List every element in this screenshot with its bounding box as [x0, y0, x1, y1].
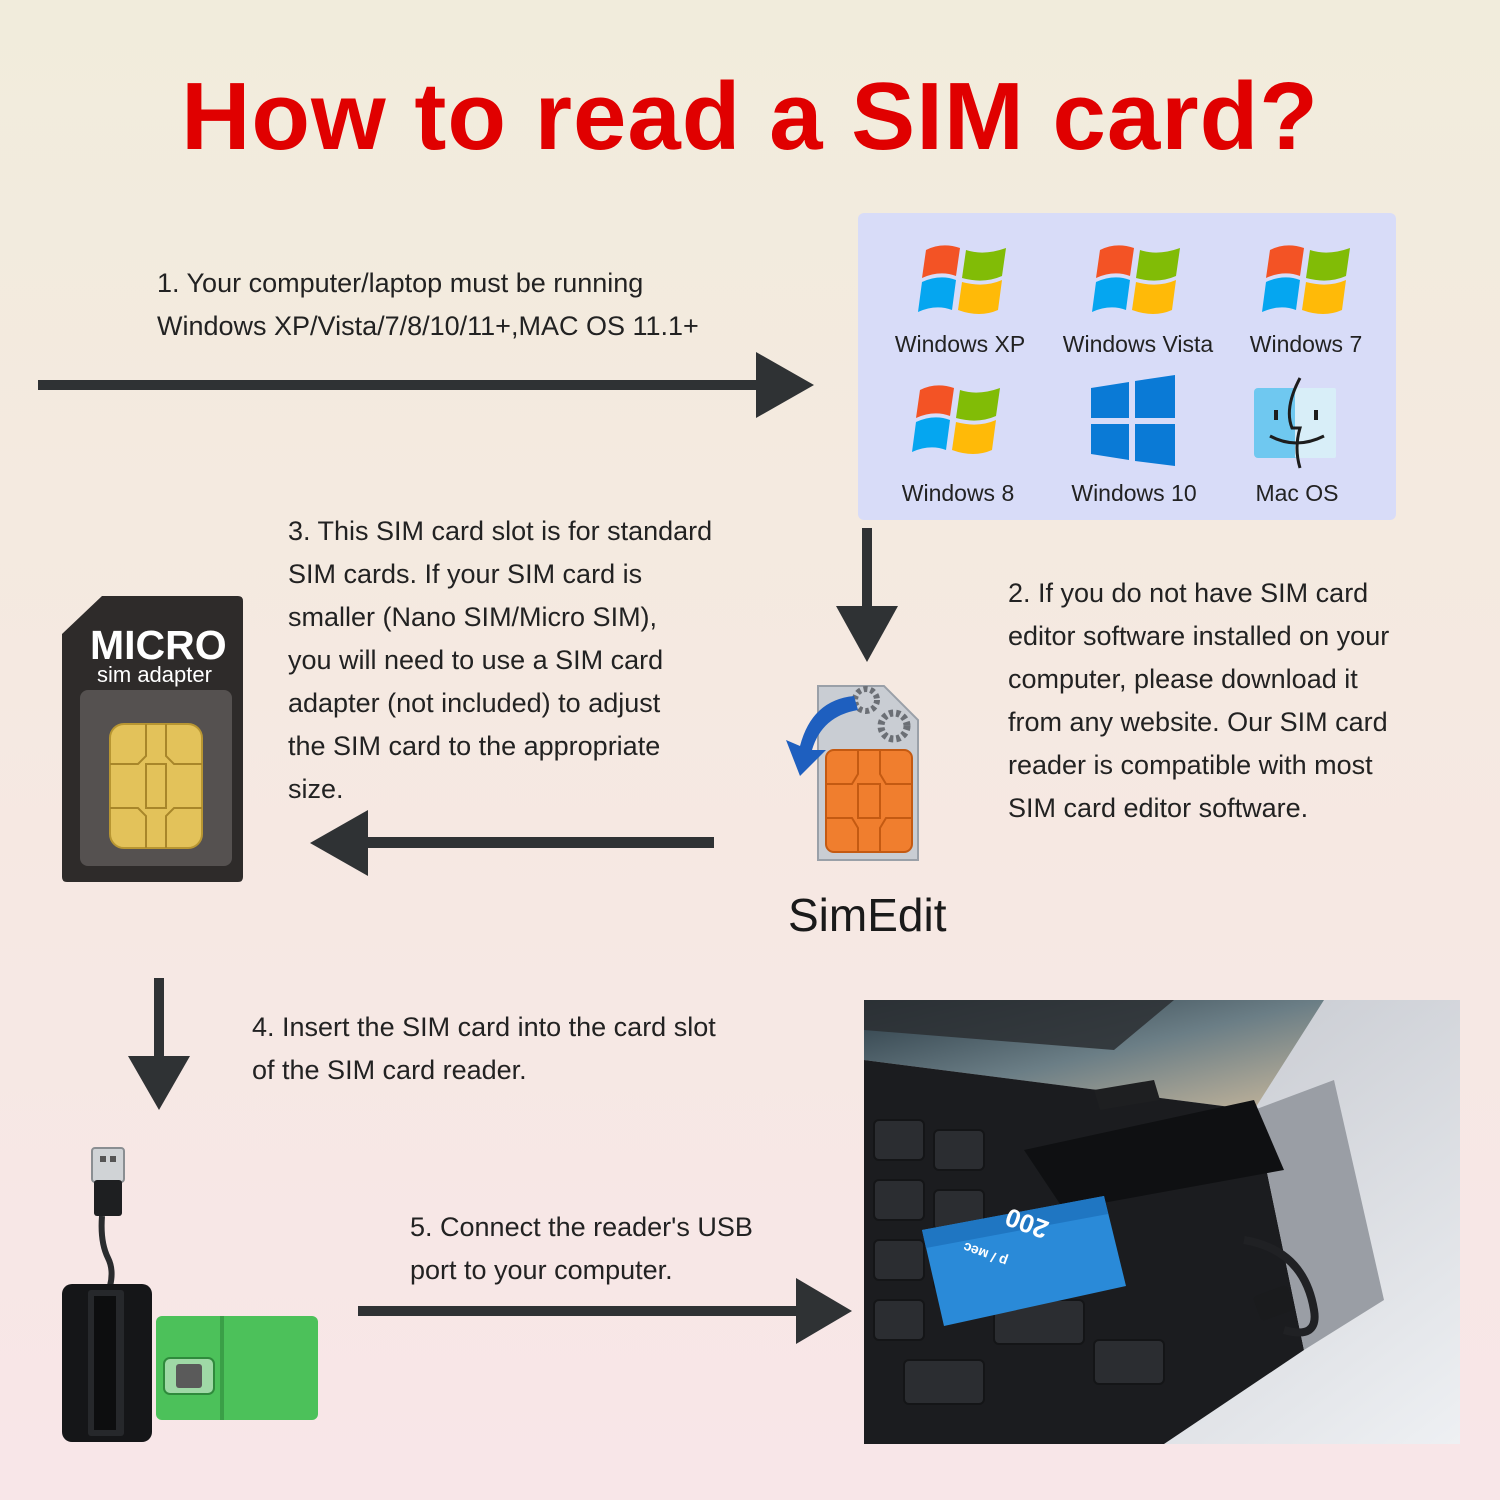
- windows-flag-icon: [912, 385, 1000, 454]
- windows-10-icon: [1091, 375, 1175, 466]
- step-3-line: adapter (not included) to adjust: [288, 688, 661, 718]
- step-3-text: 3. This SIM card slot is for standard SI…: [288, 510, 712, 811]
- step-2-text: 2. If you do not have SIM card editor so…: [1008, 572, 1389, 830]
- sim-card-reader-illustration: [62, 1147, 318, 1442]
- step-3-line: 3. This SIM card slot is for standard: [288, 516, 713, 546]
- step-2-line: from any website. Our SIM card: [1008, 707, 1388, 737]
- sim-adapter-body: [62, 596, 243, 882]
- step-5-line: port to your computer.: [410, 1255, 673, 1285]
- step-1-line: Windows XP/Vista/7/8/10/11+,MAC OS 11.1+: [157, 311, 699, 341]
- os-label-windows-8: Windows 8: [901, 480, 1015, 506]
- windows-flag-icon: [1092, 245, 1180, 314]
- step-1-line: 1. Your computer/laptop must be running: [157, 268, 644, 298]
- windows-flag-icon: [918, 245, 1006, 314]
- step-2-line: reader is compatible with most: [1008, 750, 1373, 780]
- micro-sim-adapter: MICRO sim adapter: [62, 596, 243, 882]
- os-label-windows-vista: Windows Vista: [1062, 331, 1214, 357]
- step-4-line: 4. Insert the SIM card into the card slo…: [252, 1012, 716, 1042]
- windows-flag-icon: [1262, 245, 1350, 314]
- step-2-line: 2. If you do not have SIM card: [1008, 578, 1369, 608]
- mac-finder-icon: [1254, 377, 1336, 469]
- step-5-line: 5. Connect the reader's USB: [410, 1212, 753, 1242]
- step-1-text: 1. Your computer/laptop must be running …: [157, 262, 699, 348]
- os-label-windows-7: Windows 7: [1249, 331, 1363, 357]
- step-5-text: 5. Connect the reader's USB port to your…: [410, 1206, 753, 1292]
- simedit-icon: [786, 685, 919, 861]
- arrow-right-5: [358, 1278, 852, 1344]
- step-2-line: SIM card editor software.: [1008, 793, 1309, 823]
- step-3-line: smaller (Nano SIM/Micro SIM),: [288, 602, 658, 632]
- step-3-line: the SIM card to the appropriate: [288, 731, 661, 761]
- adapter-label-micro: MICRO: [90, 622, 227, 668]
- step-2-line: editor software installed on your: [1008, 621, 1390, 651]
- simedit-label: SimEdit: [788, 889, 947, 941]
- laptop-with-reader-photo: 200 р / мес: [864, 1000, 1460, 1444]
- laptop-scene: [864, 1000, 1460, 1444]
- step-2-line: computer, please download it: [1008, 664, 1358, 694]
- step-3-line: size.: [288, 774, 344, 804]
- arrow-left-3: [310, 810, 714, 876]
- adapter-label-sub: sim adapter: [97, 662, 212, 687]
- os-label-windows-xp: Windows XP: [894, 331, 1026, 357]
- step-4-line: of the SIM card reader.: [252, 1055, 527, 1085]
- step-4-text: 4. Insert the SIM card into the card slo…: [252, 1006, 716, 1092]
- step-3-line: you will need to use a SIM card: [288, 645, 664, 675]
- arrow-down-2: [836, 528, 898, 662]
- arrow-right-1: [38, 352, 814, 418]
- os-label-windows-10: Windows 10: [1071, 480, 1197, 506]
- arrow-down-4: [128, 978, 190, 1110]
- page-title: How to read a SIM card?: [181, 63, 1319, 170]
- os-label-mac-os: Mac OS: [1255, 480, 1339, 506]
- step-3-line: SIM cards. If your SIM card is: [288, 559, 643, 589]
